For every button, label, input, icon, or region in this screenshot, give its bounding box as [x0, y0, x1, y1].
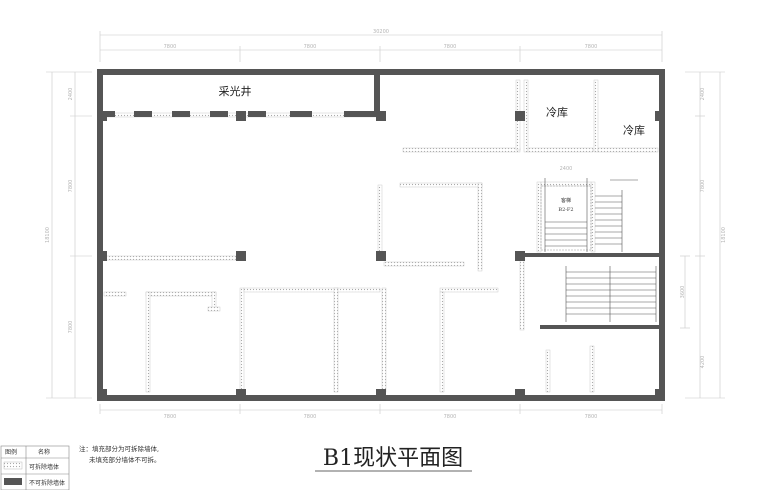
stair-upper: [540, 178, 638, 252]
dim-right-2: 7800: [700, 180, 706, 193]
dim-left-1: 2400: [68, 88, 74, 101]
dim-bottom-4: 7800: [585, 414, 598, 420]
dim-stair-width: 2400: [560, 166, 573, 172]
stair-lower: [565, 266, 657, 322]
legend-swatch-removable: [3, 461, 23, 470]
dim-left-2: 7800: [68, 180, 74, 193]
label-lightwell: 采光井: [219, 84, 252, 98]
note-line-2: 未填充部分墙体不可拆。: [89, 455, 161, 464]
dim-right-4: 4200: [700, 356, 706, 369]
dim-overall-left: 18100: [45, 227, 51, 243]
dim-overall-top: 30200: [373, 29, 389, 35]
dimension-lines: [46, 31, 725, 414]
dim-bottom-3: 7800: [444, 414, 457, 420]
dim-top-3: 7800: [444, 44, 457, 50]
legend-item-removable: 可拆除墙体: [29, 463, 59, 471]
note-line-1: 注：填充部分为可拆除墙体,: [79, 444, 159, 453]
dim-right-3: 3600: [680, 286, 686, 299]
label-cold-storage-1: 冷库: [546, 106, 568, 119]
drawing-title: B1现状平面图: [323, 446, 463, 471]
fixed-walls: [97, 69, 665, 401]
dimension-texts: 30200 7800 7800 7800 7800 7800 7800 7800…: [45, 29, 727, 420]
label-cold-storage-2: 冷库: [623, 124, 645, 137]
legend-item-fixed: 不可拆除墙体: [29, 479, 65, 487]
legend-header-symbol: 图例: [5, 448, 17, 456]
label-stair-2: B2-F2: [558, 207, 573, 213]
dim-bottom-2: 7800: [304, 414, 317, 420]
dim-bottom-1: 7800: [164, 414, 177, 420]
dim-left-3: 7800: [68, 321, 74, 334]
dim-top-2: 7800: [304, 44, 317, 50]
legend-table: 图例 名称 可拆除墙体 不可拆除墙体: [0, 445, 70, 490]
label-stair-1: 客梯: [561, 197, 571, 204]
dim-top-4: 7800: [585, 44, 598, 50]
legend-swatch-fixed: [4, 478, 22, 485]
dim-top-1: 7800: [164, 44, 177, 50]
dim-overall-right: 18100: [721, 227, 727, 243]
removable-walls: [103, 79, 659, 393]
dim-right-1: 2400: [700, 88, 706, 101]
legend-header-name: 名称: [38, 448, 50, 456]
